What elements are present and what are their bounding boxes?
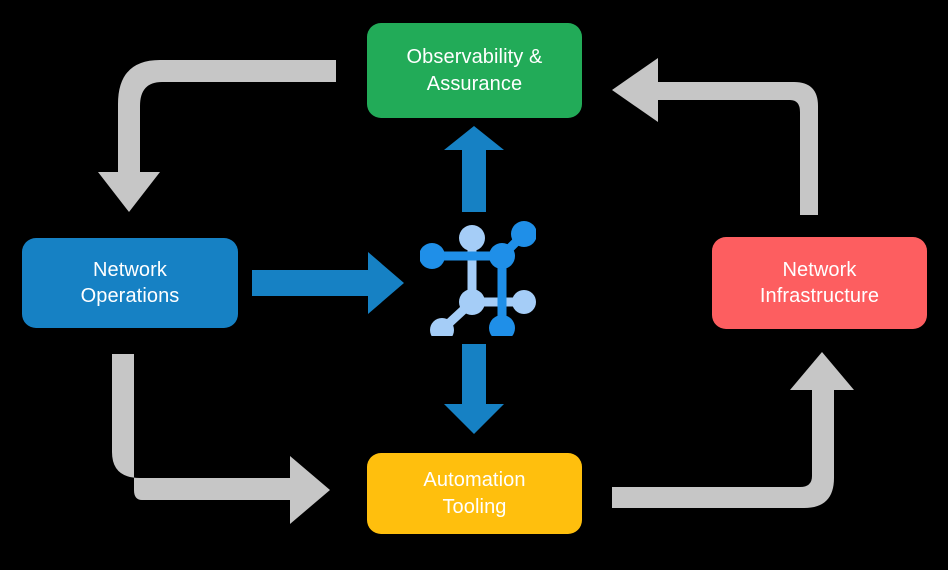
network-topology-icon bbox=[420, 221, 536, 336]
node-automation-tooling[interactable]: Automation Tooling bbox=[367, 453, 582, 534]
gray-arrow-operations-to-automation bbox=[112, 354, 330, 524]
node-network-infrastructure[interactable]: Network Infrastructure bbox=[712, 237, 927, 329]
blue-arrow-center-to-observability bbox=[444, 126, 504, 212]
blue-arrow-operations-to-center bbox=[252, 252, 404, 314]
gray-arrow-automation-to-infrastructure bbox=[612, 352, 854, 508]
node-network-operations[interactable]: Network Operations bbox=[22, 238, 238, 328]
gray-arrow-infrastructure-to-observability bbox=[612, 58, 818, 215]
gray-arrow-observability-to-operations bbox=[98, 60, 336, 212]
blue-arrow-center-to-automation bbox=[444, 344, 504, 434]
node-observability-assurance[interactable]: Observability & Assurance bbox=[367, 23, 582, 118]
